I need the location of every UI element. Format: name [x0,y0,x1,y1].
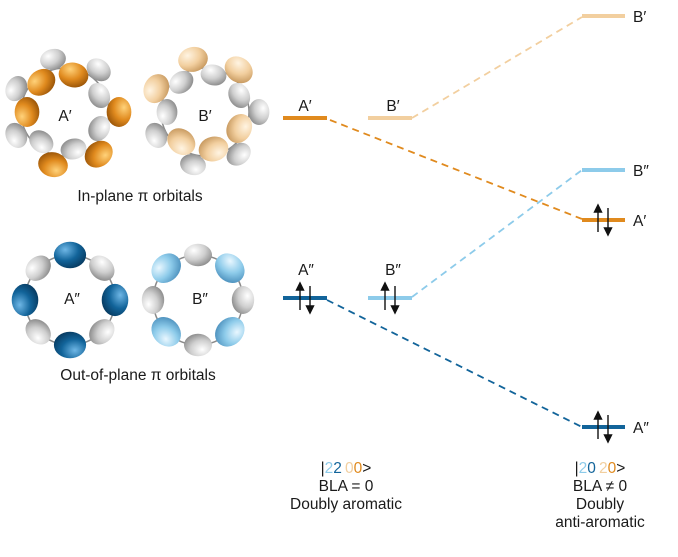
label-right-a2: A″ [633,420,649,437]
orbital-lobe-colored [101,283,129,317]
orbital-lobe-colored [178,46,208,72]
orbital-lobe-grey [184,333,212,357]
orbital-lobe-colored [58,62,89,88]
state-right-ket: |20 20> [574,460,626,477]
orbital-lobe-colored [14,97,40,127]
orbital-lobe-grey [156,99,178,125]
orbital-lobe-grey [228,82,251,109]
label-right-b1: B′ [633,9,646,26]
correlation-lines [326,16,583,428]
orbital-lobe-grey [231,286,255,314]
orbital-lobe-grey [184,243,212,267]
orbital-label-b1: B′ [198,108,211,125]
orbital-lobe-grey [29,130,54,154]
orbital-lobe-colored [151,253,181,283]
orbital-lobe-colored [27,68,56,96]
orbital-label-b2: B″ [192,291,208,308]
orbital-lobe-colored [38,152,68,178]
electron-pair-left-b2 [380,281,400,315]
orbital-lobe-grey [88,82,111,109]
orbital-lobe-grey [86,58,111,82]
orbital-lobe-colored [11,283,39,317]
orbital-lobe-grey [40,48,66,70]
orbital-lobe-colored [106,97,132,127]
state-right-desc2: anti-aromatic [555,514,645,531]
electron-arrows [295,203,613,444]
state-right: |20 20> BLA ≠ 0 Doubly anti-aromatic [520,460,678,532]
state-right-desc1: Doubly [575,496,625,513]
orbital-lobe-grey [88,115,111,142]
electron-pair-left-a2 [295,281,315,315]
orbital-lobe-colored [224,56,253,84]
orbital-lobe-grey [25,319,51,345]
orbital-label-a2: A″ [64,291,80,308]
state-left-bla: BLA = 0 [318,478,374,495]
label-right-a1: A′ [633,213,646,230]
orbital-lobe-colored [151,317,181,347]
orbital-b1-in-plane: B′ [143,46,270,176]
orbital-lobe-grey [60,138,87,160]
orbital-label-a1: A′ [58,108,71,125]
orbital-a2-out-of-plane: A″ [11,241,129,359]
orbital-lobe-grey [145,122,168,148]
state-right-bla: BLA ≠ 0 [572,478,628,495]
correlation-b1 [411,16,583,119]
orbital-lobe-colored [215,317,245,347]
orbital-lobe-colored [167,128,196,156]
orbital-lobe-grey [248,99,270,125]
orbital-lobe-grey [141,286,165,314]
orbital-lobe-colored [215,253,245,283]
orbital-b2-out-of-plane: B″ [141,243,255,357]
orbital-lobe-grey [5,122,28,148]
label-left-b1: B′ [386,98,399,115]
orbital-a1-in-plane: A′ [5,48,132,178]
orbital-lobe-grey [226,142,251,166]
orbital-lobe-colored [84,140,113,168]
orbital-lobe-colored [53,241,87,269]
correlation-a2 [326,299,583,428]
orbital-lobe-colored [226,114,253,143]
level-labels: A′ B′ A″ B″ B′ B″ A′ A″ [298,9,649,437]
orbital-lobe-grey [169,70,194,94]
orbital-lobe-grey [89,319,115,345]
electron-pair-right-a2 [593,410,613,444]
orbital-lobe-colored [198,136,229,162]
label-right-b2: B″ [633,163,649,180]
electron-pair-right-a1 [593,203,613,237]
orbital-lobe-colored [143,74,170,104]
in-plane-caption: In-plane π orbitals [77,188,203,205]
state-left-ket: |22 00> [320,460,372,477]
state-left: |22 00> BLA = 0 Doubly aromatic [256,460,436,514]
label-left-a1: A′ [298,98,311,115]
out-of-plane-caption: Out-of-plane π orbitals [60,367,216,384]
orbital-lobe-grey [25,255,51,281]
orbital-lobe-colored [53,331,87,359]
label-left-b2: B″ [385,262,401,279]
orbital-lobe-grey [180,154,206,176]
label-left-a2: A″ [298,262,314,279]
correlation-b2 [411,169,583,298]
orbital-lobe-grey [200,64,227,86]
state-left-desc: Doubly aromatic [290,496,402,513]
orbital-lobe-grey [5,76,28,102]
correlation-a1 [329,119,583,220]
orbital-lobe-grey [89,255,115,281]
energy-levels [283,14,625,429]
